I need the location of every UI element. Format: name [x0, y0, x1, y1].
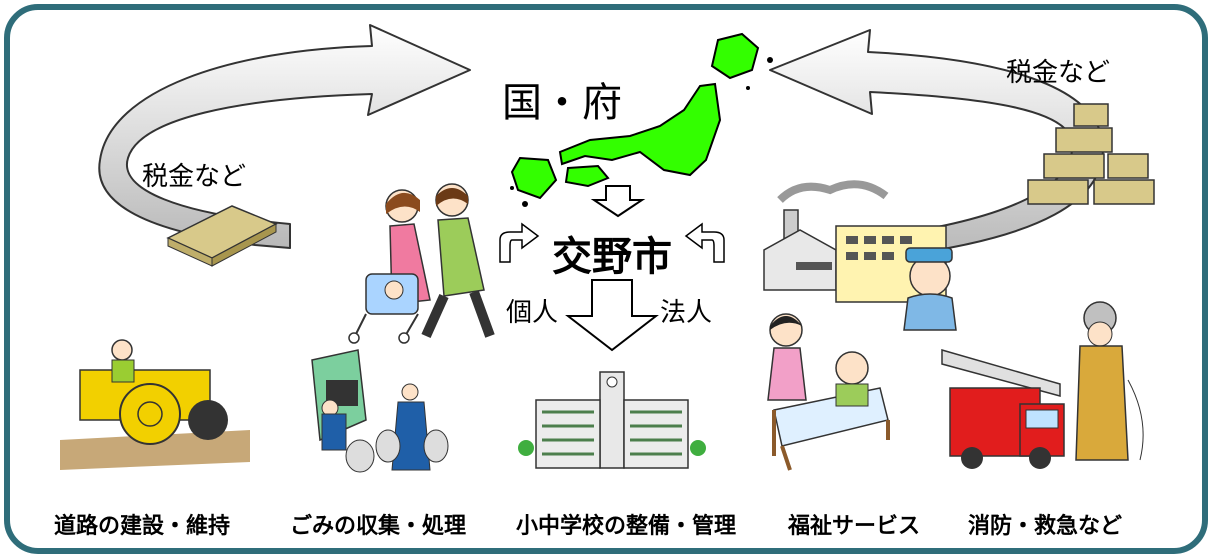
money-pile-right-icon: [1027, 103, 1155, 205]
service-label-garbage: ごみの収集・処理: [290, 514, 467, 539]
tax-label-left: 税金など: [142, 162, 247, 192]
left-curve-arrow: [499, 222, 540, 263]
service-label-fire: 消防・救急など: [968, 514, 1123, 539]
corporation-label: 法人: [660, 298, 713, 328]
service-label-welfare: 福祉サービス: [788, 514, 921, 539]
service-label-schools: 小中学校の整備・管理: [516, 514, 737, 539]
money-stack-left-icon: [166, 205, 278, 267]
factory-office-worker-icon: [763, 180, 957, 331]
left-tax-flow-arrow: [98, 24, 471, 249]
garbage-collection-icon: [311, 349, 449, 473]
road-roller-icon: [60, 339, 250, 470]
city-label: 交野市: [552, 234, 672, 280]
right-curve-arrow: [684, 222, 725, 263]
individual-label: 個人: [506, 298, 559, 328]
service-label-roads: 道路の建設・維持: [54, 514, 231, 539]
fire-rescue-icon: [941, 301, 1147, 469]
school-building-icon: [518, 371, 706, 469]
city-to-services-arrow: [565, 279, 659, 352]
family-stroller-icon: [348, 183, 495, 344]
national-prefecture-label: 国・府: [502, 80, 622, 126]
map-to-city-arrow: [590, 185, 646, 218]
welfare-care-icon: [767, 313, 890, 471]
japan-islands: [510, 57, 773, 207]
japan-map-icon: [510, 32, 760, 200]
tax-label-right: 税金など: [1006, 58, 1111, 88]
